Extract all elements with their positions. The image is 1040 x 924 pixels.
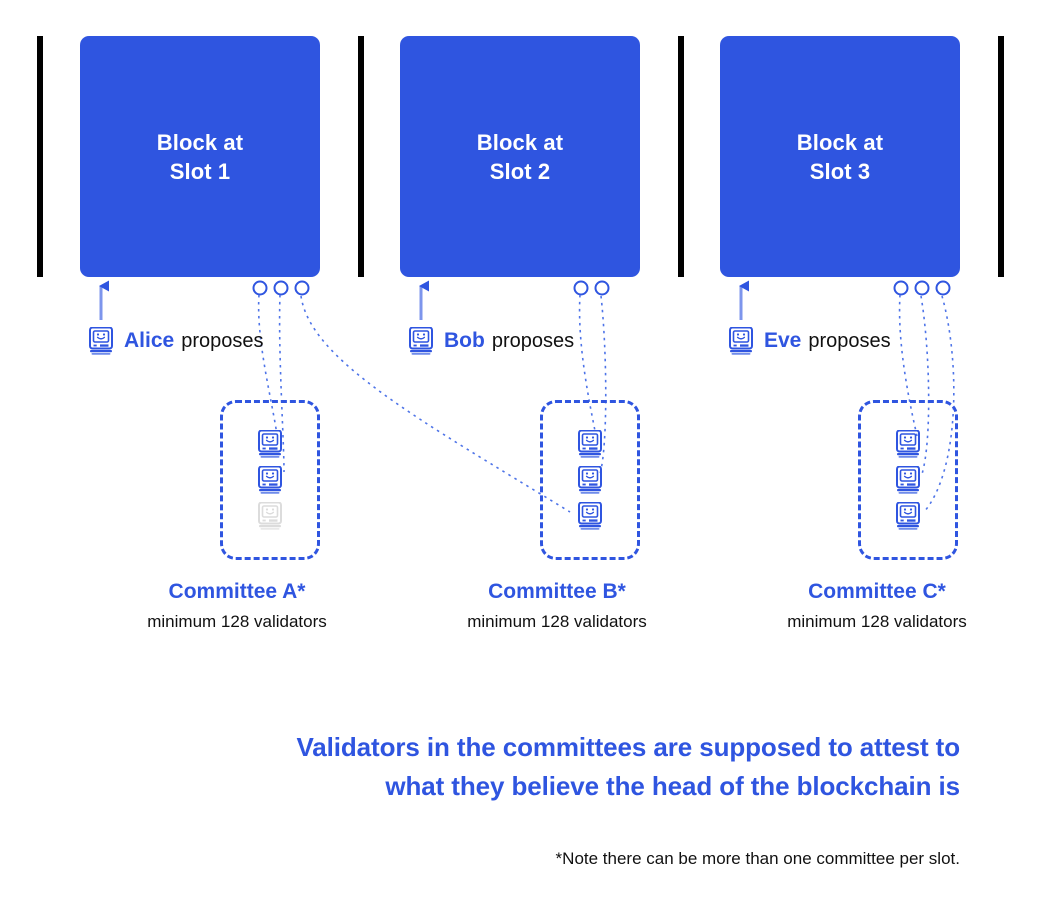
block-slot-3[interactable]: Block at Slot 3: [720, 36, 960, 277]
chain-separator-bar: [998, 36, 1004, 277]
chain-separator-bar: [37, 36, 43, 277]
committee-b-title: Committee B*: [488, 580, 626, 603]
committee-c-box[interactable]: [858, 400, 958, 560]
proposer-name-bob: Bob: [444, 329, 485, 352]
macintosh-icon[interactable]: [895, 430, 921, 458]
macintosh-icon[interactable]: [895, 502, 921, 530]
macintosh-icon[interactable]: [577, 502, 603, 530]
proposer-alice: Alice proposes: [88, 326, 263, 356]
macintosh-icon[interactable]: [257, 430, 283, 458]
macintosh-icon: [728, 327, 754, 355]
proposer-name-alice: Alice: [124, 329, 175, 352]
proposer-verb-bob: proposes: [491, 329, 575, 352]
committee-a-title: Committee A*: [168, 580, 306, 603]
macintosh-icon: [408, 327, 434, 355]
committee-b-subtitle: minimum 128 validators: [467, 612, 647, 631]
macintosh-icon[interactable]: [895, 466, 921, 494]
committee-c-members: [861, 403, 955, 557]
committee-c-subtitle: minimum 128 validators: [787, 612, 967, 631]
proposer-eve: Eve proposes: [728, 326, 891, 356]
block-slot-1-label: Block at Slot 1: [156, 129, 244, 184]
proposer-name-eve: Eve: [764, 329, 802, 352]
attestation-circles-slot-2: [573, 280, 610, 296]
attestation-circles-slot-3: [893, 280, 951, 296]
proposer-verb-eve: proposes: [808, 329, 891, 352]
macintosh-icon-inactive[interactable]: [257, 502, 283, 530]
chain-separator-bar: [358, 36, 364, 277]
committee-a-box[interactable]: [220, 400, 320, 560]
macintosh-icon[interactable]: [577, 466, 603, 494]
headline-line-1: Validators in the committees are suppose…: [296, 732, 960, 762]
committee-a-subtitle: minimum 128 validators: [147, 612, 327, 631]
chain-separator-bar: [678, 36, 684, 277]
committee-b-box[interactable]: [540, 400, 640, 560]
macintosh-icon[interactable]: [257, 466, 283, 494]
committee-c-title: Committee C*: [808, 580, 946, 603]
macintosh-icon: [88, 327, 114, 355]
committee-a-members: [223, 403, 317, 557]
macintosh-icon[interactable]: [577, 430, 603, 458]
block-slot-3-label: Block at Slot 3: [796, 129, 884, 184]
footnote: *Note there can be more than one committ…: [555, 849, 960, 868]
block-slot-1[interactable]: Block at Slot 1: [80, 36, 320, 277]
committee-b-members: [543, 403, 637, 557]
headline: Validators in the committees are suppose…: [160, 728, 960, 806]
headline-line-2: what they believe the head of the blockc…: [385, 771, 960, 801]
block-slot-2-label: Block at Slot 2: [476, 129, 564, 184]
block-slot-2[interactable]: Block at Slot 2: [400, 36, 640, 277]
attestation-circles-slot-1: [252, 280, 310, 296]
proposer-verb-alice: proposes: [181, 329, 264, 352]
proposer-bob: Bob proposes: [408, 326, 574, 356]
